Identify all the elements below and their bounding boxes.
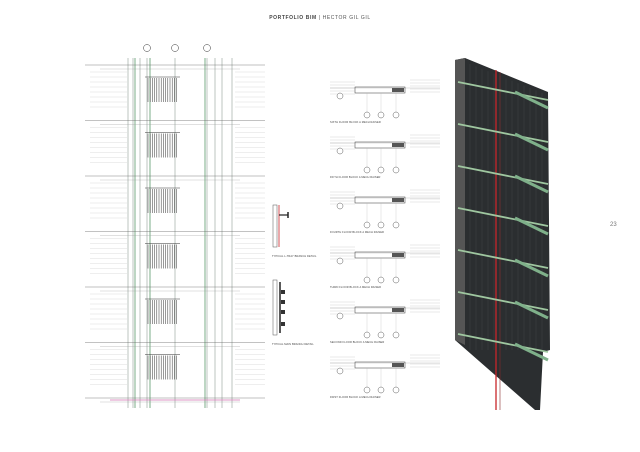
wall bbox=[272, 204, 278, 248]
duct-section bbox=[354, 86, 406, 94]
detail-caption: TYPICAL MAIN BRANCH DETAIL bbox=[272, 343, 314, 346]
grid-bubble bbox=[392, 331, 400, 339]
floor-bracket bbox=[457, 81, 549, 101]
fitting bbox=[281, 322, 285, 326]
duct-fill bbox=[392, 253, 404, 257]
duct-fill bbox=[392, 88, 404, 92]
floor-bracket bbox=[457, 291, 549, 311]
grid-bubble bbox=[377, 111, 385, 119]
grid-bubble bbox=[363, 111, 371, 119]
fitting bbox=[281, 310, 285, 314]
grid-bubble bbox=[363, 276, 371, 284]
duct-section bbox=[354, 141, 406, 149]
grid-bubble bbox=[377, 166, 385, 174]
grid-bubble bbox=[392, 166, 400, 174]
floor-bracket bbox=[457, 165, 549, 185]
wall bbox=[272, 279, 278, 336]
bracket-tray bbox=[514, 90, 549, 110]
floor-bracket bbox=[457, 123, 549, 143]
duct-section bbox=[354, 196, 406, 204]
floor-bracket bbox=[457, 207, 549, 227]
floor-bracket bbox=[457, 249, 549, 269]
duct-fill bbox=[392, 143, 404, 147]
fitting bbox=[281, 290, 285, 294]
grid-bubble bbox=[336, 312, 344, 320]
bracket-tray bbox=[514, 174, 549, 194]
grid-bubble bbox=[203, 44, 211, 52]
duct-fill bbox=[392, 363, 404, 367]
section-caption: FOURTH FLOOR BLOCK A MECH RAISER bbox=[330, 231, 385, 234]
section-caption: SECOND FLOOR BLOCK A MECH RAISER bbox=[330, 341, 385, 344]
grid-bubble bbox=[377, 331, 385, 339]
bracket-tray bbox=[514, 342, 549, 362]
grid-bubble bbox=[392, 386, 400, 394]
grid-bubble bbox=[363, 386, 371, 394]
grid-bubble bbox=[336, 367, 344, 375]
duct-section bbox=[354, 306, 406, 314]
grid-bubble bbox=[143, 44, 151, 52]
grid-bubble bbox=[377, 221, 385, 229]
bracket-tray bbox=[514, 132, 549, 152]
bracket-tray bbox=[514, 300, 549, 320]
grid-bubble bbox=[392, 111, 400, 119]
grid-bubble bbox=[336, 147, 344, 155]
grid-bubble bbox=[363, 221, 371, 229]
bracket-tray bbox=[514, 216, 549, 236]
grid-bubble bbox=[171, 44, 179, 52]
detail-caption: TYPICAL L-TRAY BRANCH DETAIL bbox=[272, 255, 317, 258]
duct-section bbox=[354, 361, 406, 369]
grid-bubble bbox=[336, 257, 344, 265]
grid-bubble bbox=[336, 92, 344, 100]
fitting bbox=[281, 300, 285, 304]
grid-bubble bbox=[392, 221, 400, 229]
grid-bubble bbox=[363, 166, 371, 174]
duct-fill bbox=[392, 308, 404, 312]
bracket-tray bbox=[514, 258, 549, 278]
page-title: PORTFOLIO BIM | HECTOR GIL GIL bbox=[269, 15, 371, 21]
floor-bracket bbox=[457, 333, 549, 353]
grid-bubble bbox=[377, 386, 385, 394]
duct-section bbox=[354, 251, 406, 259]
riser-3d-model bbox=[455, 58, 550, 410]
grid-bubble bbox=[336, 202, 344, 210]
page-number: 23 bbox=[610, 222, 617, 228]
grid-bubble bbox=[392, 276, 400, 284]
section-caption: SIXTH FLOOR BLOCK A MECH RAISER bbox=[330, 121, 381, 124]
section-caption: FIRST FLOOR BLOCK A MECH RAISER bbox=[330, 396, 381, 399]
grid-bubble bbox=[363, 331, 371, 339]
grid-bubble bbox=[377, 276, 385, 284]
section-caption: FIFTH FLOOR BLOCK A MECH RAISER bbox=[330, 176, 381, 179]
section-caption: THIRD FLOOR BLOCK A MECH RAISER bbox=[330, 286, 382, 289]
duct-fill bbox=[392, 198, 404, 202]
model-side bbox=[455, 58, 465, 345]
